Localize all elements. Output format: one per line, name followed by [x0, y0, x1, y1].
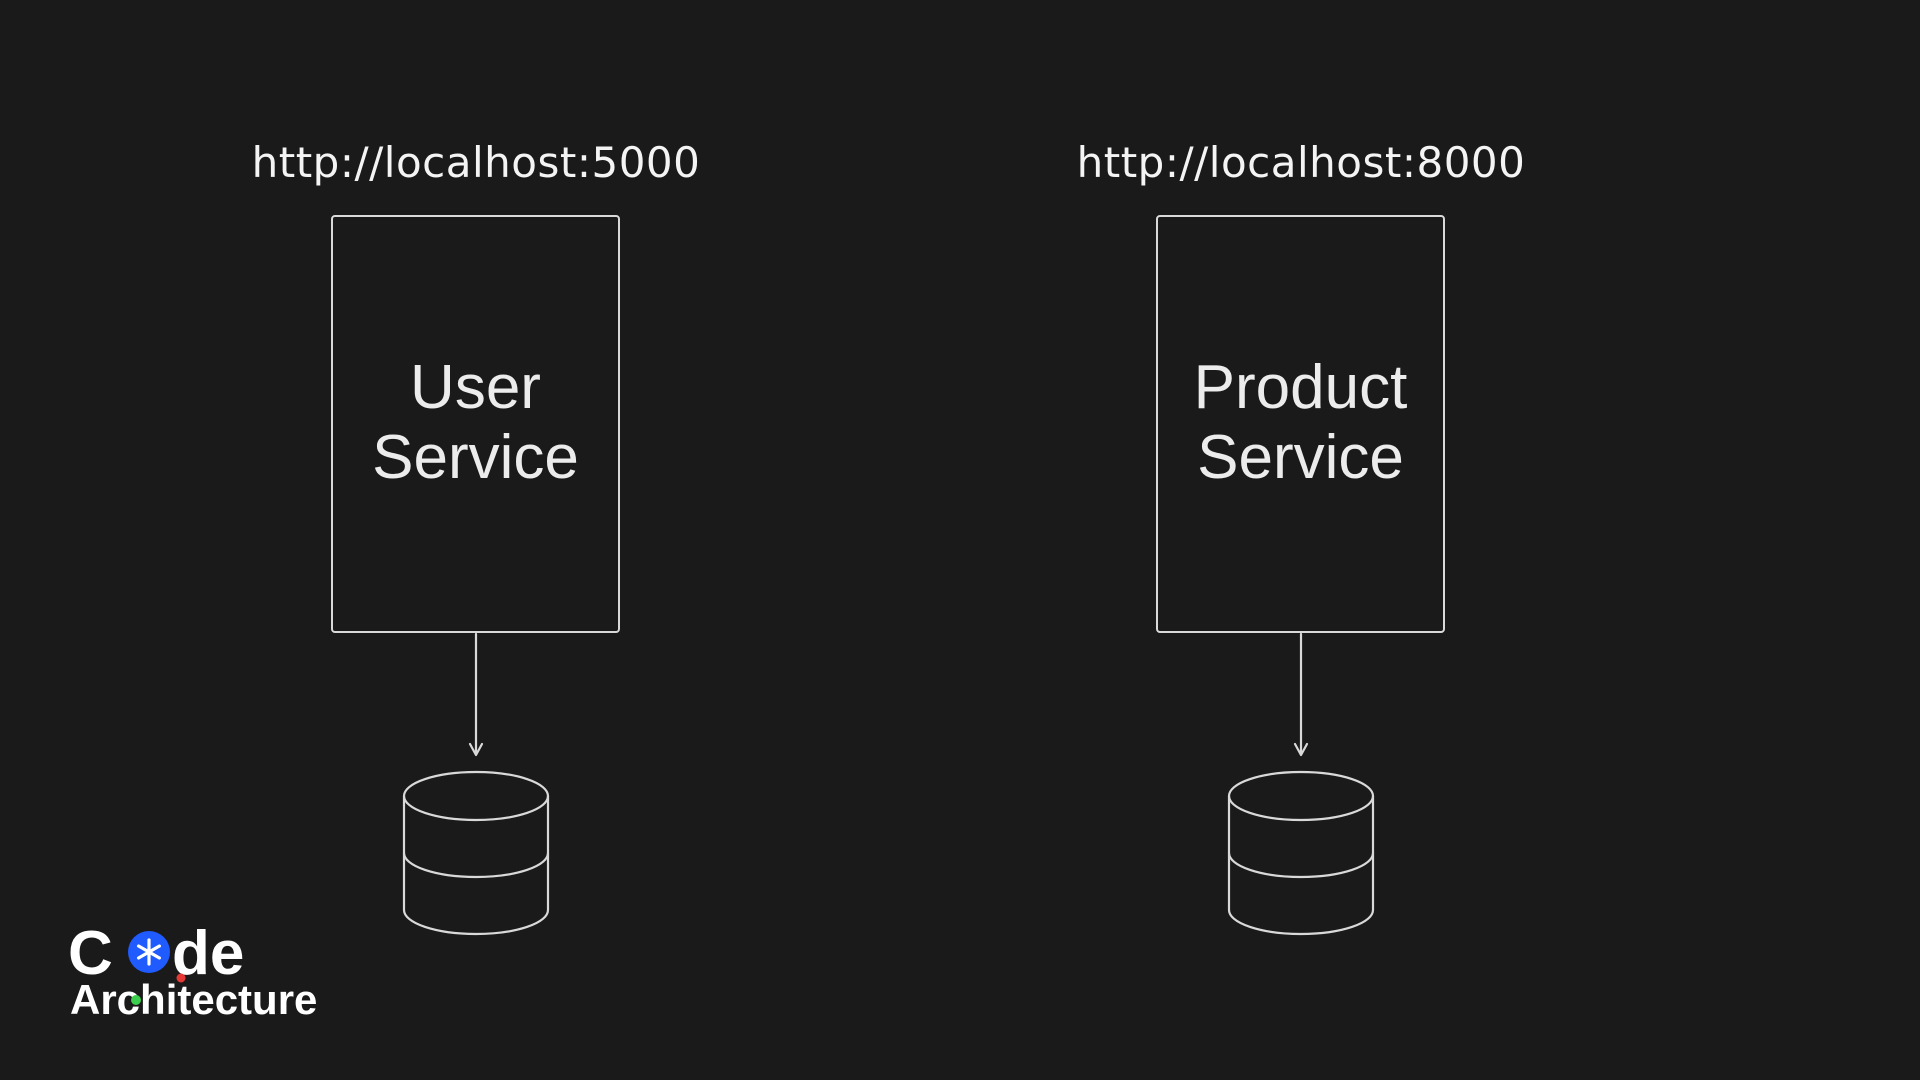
product-database-icon [1227, 770, 1375, 936]
product-service-name-line1: Product [1193, 353, 1408, 422]
user-service-url: http://localhost:5000 [251, 138, 701, 187]
svg-text:Architecture: Architecture [70, 976, 317, 1018]
product-service-name-line2: Service [1197, 423, 1404, 492]
code-architecture-logo: Code C de Architecture [68, 918, 388, 1019]
logo-green-dot [131, 995, 141, 1005]
user-service-name-line2: Service [372, 423, 579, 492]
user-arrow [468, 632, 484, 757]
user-service-box: User Service [331, 215, 620, 633]
user-database-icon [402, 770, 550, 936]
logo-graphic: C de Architecture [68, 919, 317, 1018]
user-service-name-line1: User [410, 353, 541, 422]
product-service-url: http://localhost:8000 [1076, 138, 1526, 187]
logo-red-dot [176, 973, 186, 983]
product-service-box: Product Service [1156, 215, 1445, 633]
product-arrow [1293, 632, 1309, 757]
svg-text:C: C [68, 919, 113, 988]
